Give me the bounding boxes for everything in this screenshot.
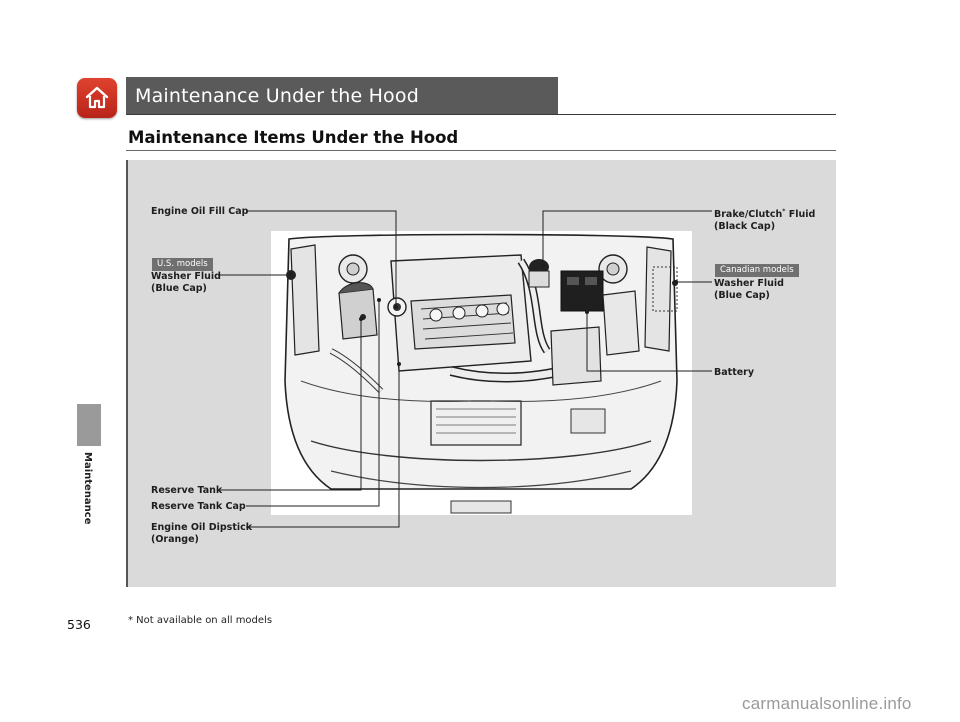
callout-battery: Battery [714,367,755,378]
callout-reserve-tank: Reserve Tank [151,485,223,496]
callout-washer-fluid-us: Washer Fluid (Blue Cap) [151,271,221,295]
engine-oil-dipstick-line2: (Orange) [151,534,199,545]
side-section-text: Maintenance [82,452,93,525]
engine-bay-illustration [271,231,692,515]
chapter-header: Maintenance Under the Hood [126,77,558,114]
canadian-models-badge: Canadian models [715,264,799,277]
watermark-text: carmanualsonline.info [742,694,912,713]
brake-clutch-prefix: Brake/Clutch [714,209,783,221]
callout-washer-fluid-ca: Washer Fluid (Blue Cap) [714,278,784,302]
washer-fluid-us-line2: (Blue Cap) [151,283,207,294]
brake-clutch-suffix: Fluid [785,209,816,221]
page-number: 536 [67,617,91,632]
washer-fluid-ca-line1: Washer Fluid [714,278,784,289]
footnote: * Not available on all models [128,615,273,626]
brake-clutch-line2: (Black Cap) [714,221,776,233]
callout-engine-oil-fill-cap: Engine Oil Fill Cap [151,206,249,217]
footnote-marker: * [782,208,786,215]
us-models-badge: U.S. models [152,258,213,271]
header-divider [126,114,836,115]
washer-fluid-ca-line2: (Blue Cap) [714,290,770,301]
washer-fluid-us-line1: Washer Fluid [151,271,221,282]
engine-oil-dipstick-line1: Engine Oil Dipstick [151,522,253,533]
home-button[interactable] [77,78,117,118]
callout-reserve-tank-cap: Reserve Tank Cap [151,501,246,512]
section-title: Maintenance Items Under the Hood [128,128,459,147]
panel-edge [126,160,128,587]
callout-brake-clutch-fluid: Brake/Clutch* Fluid (Black Cap) [714,206,815,233]
home-icon [85,86,109,109]
side-section-label: Maintenance [80,452,94,552]
section-tab-marker[interactable] [77,404,101,446]
chapter-title: Maintenance Under the Hood [135,85,419,107]
section-divider [126,150,836,151]
callout-engine-oil-dipstick: Engine Oil Dipstick (Orange) [151,522,252,546]
